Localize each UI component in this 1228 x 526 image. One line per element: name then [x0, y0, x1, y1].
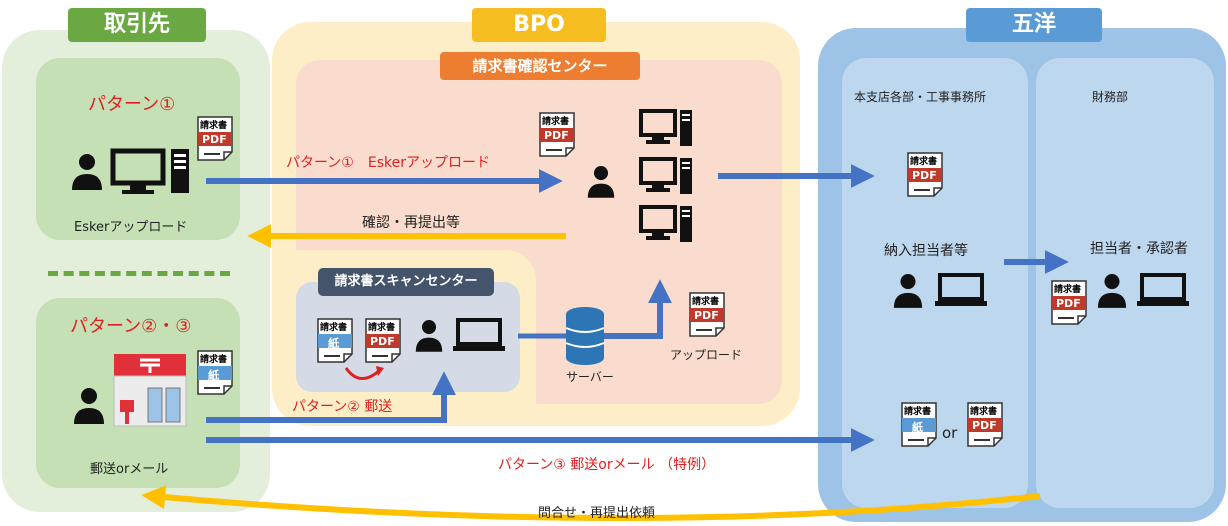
- person-icon: [587, 166, 615, 198]
- supplier-header: 取引先: [68, 8, 206, 42]
- pattern1-caption: Eskerアップロード: [74, 220, 188, 235]
- arrow-upload: [604, 279, 672, 339]
- pdf-doc-icon: 請求書 PDF: [688, 292, 726, 338]
- computer-icon: [639, 109, 692, 146]
- flow-inquiry-label: 問合せ・再提出依頼: [538, 506, 656, 521]
- supplier-divider: [48, 271, 230, 276]
- person-icon: [415, 320, 443, 352]
- computer-icon: [639, 157, 692, 194]
- paper-doc-icon: 請求書 紙: [196, 350, 234, 396]
- laptop-icon: [453, 318, 505, 351]
- person-icon: [1097, 274, 1127, 308]
- paper-doc-icon: 請求書 紙: [316, 318, 354, 364]
- server-icon: [565, 307, 605, 365]
- tower-icon: [171, 149, 189, 193]
- bpo-header: BPO: [472, 8, 606, 42]
- approver-label: 担当者・承認者: [1090, 241, 1188, 257]
- upload-label: アップロード: [670, 348, 743, 362]
- pdf-doc-icon: 請求書 PDF: [196, 116, 234, 162]
- paper-doc-icon: 請求書 紙: [900, 402, 938, 448]
- pdf-doc-icon: 請求書 PDF: [538, 112, 576, 158]
- confirm-center-header: 請求書確認センター: [440, 52, 640, 80]
- convert-arrow: [344, 367, 382, 380]
- computer-icon: [639, 205, 692, 242]
- pdf-doc-icon: 請求書 PDF: [906, 152, 944, 198]
- arrow-pattern2: [206, 371, 456, 423]
- dept-branches-label: 本支店各部・工事事務所: [854, 90, 987, 104]
- goyo-header: 五洋: [966, 8, 1102, 42]
- person-icon: [893, 274, 923, 308]
- laptop-icon: [1137, 273, 1189, 306]
- flow-pattern1-label: パターン① Eskerアップロード: [286, 155, 490, 171]
- pattern23-title: パターン②・③: [70, 316, 192, 337]
- flow-pattern2-label: パターン② 郵送: [292, 399, 393, 415]
- post-office-icon: [113, 354, 187, 427]
- dept-finance-label: 財務部: [1092, 90, 1129, 104]
- person-icon: [72, 154, 102, 190]
- monitor-icon: [110, 148, 166, 194]
- or-label: or: [942, 424, 958, 442]
- pattern1-title: パターン①: [88, 94, 176, 115]
- flow-confirm-label: 確認・再提出等: [362, 215, 460, 231]
- laptop-icon: [935, 273, 987, 306]
- pdf-doc-icon: 請求書 PDF: [364, 318, 402, 364]
- scan-center-header: 請求書スキャンセンター: [318, 268, 494, 296]
- flow-pattern3-label: パターン③ 郵送orメール （特例）: [498, 457, 716, 473]
- pdf-doc-icon: 請求書 PDF: [966, 402, 1004, 448]
- receiver-label: 納入担当者等: [884, 243, 968, 259]
- pdf-doc-icon: 請求書 PDF: [1050, 280, 1088, 326]
- pattern23-caption: 郵送orメール: [90, 462, 169, 477]
- server-label: サーバー: [566, 370, 614, 384]
- arrow-inquiry: [141, 485, 1041, 521]
- person-icon: [74, 388, 104, 424]
